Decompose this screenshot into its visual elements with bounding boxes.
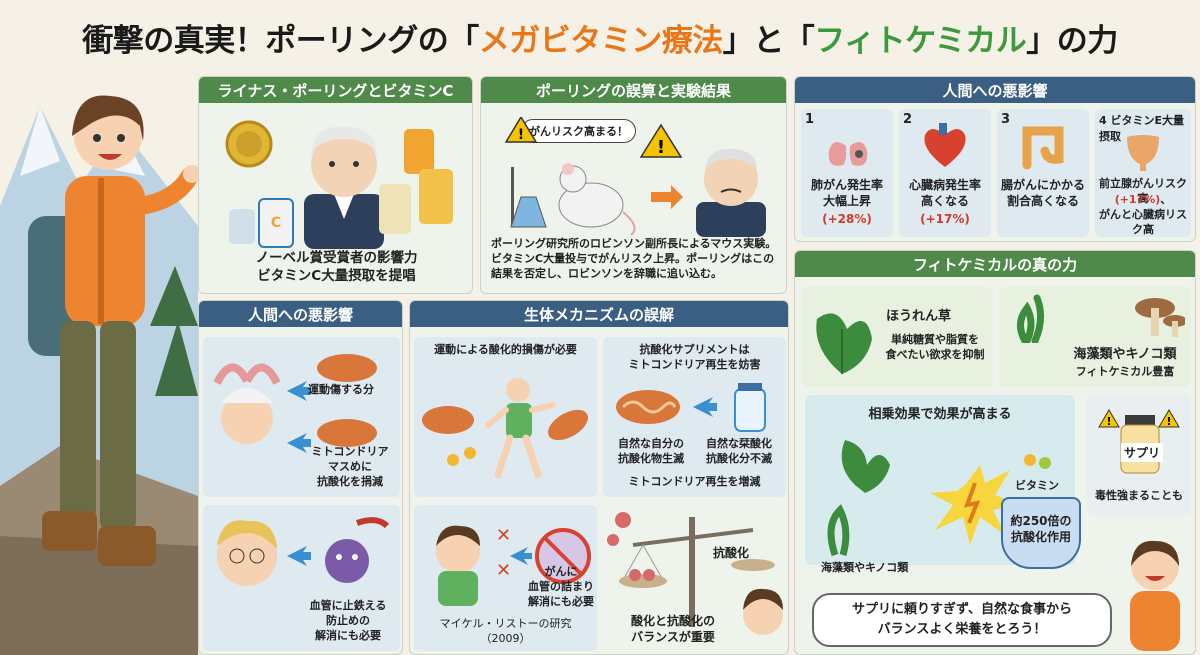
panel-header: 人間への悪影響 [199,301,402,327]
mito-text-1: 運動傷する分 [308,383,374,396]
seaweed-mushroom-icon [1017,294,1185,343]
item-percent: (+28%) [822,212,872,226]
item-label: ビタミンE大量摂取 [1099,114,1185,143]
ristow-study-box: ✕ ✕ がんに 血管の詰まり 解消にも必要 マイケル・リストーの研究 （2009… [414,505,597,651]
blood-vessel-box: 血管に止鉄える 防止めの 解消にも必要 [203,505,400,651]
item-text: 心臓病発生率 高くなる [908,178,981,209]
boy-blocked-icon: ✕ ✕ [436,525,591,606]
mito-supplement-icon [616,383,766,432]
balance-box: 抗酸化 酸化と抗酸化の バランスが重要 [603,505,786,651]
panel-pauling-vitamin-c: ライナス・ポーリングとビタミンC C ノーベル賞受賞者の影響力 ビタミンC大量摂… [198,76,473,294]
item-number: 4 [1099,114,1107,127]
item-number: 3 [1001,112,1011,127]
scale-caption: 酸化と抗酸化の バランスが重要 [630,614,715,645]
synergy-burst-icon [827,440,1051,557]
supplement-text: 毒性強まることも [1095,489,1183,502]
spinach-icon [816,313,872,374]
mitochondria-icon [213,354,377,453]
svg-text:✕: ✕ [496,525,511,546]
panel-header: 生体メカニズムの誤解 [410,301,788,327]
spinach-box: ほうれん草 単純糖質や脂質を 食べたい欲求を抑制 [801,287,993,387]
harm-item-colon: 3 腸がんにかかる 割合高くなる [997,109,1089,237]
title-highlight-phytochemical: フィトケミカル [814,22,1027,59]
panel-human-harm-top: 人間への悪影響 1 肺がん発生率 大幅上昇 (+28%) 2 心臓病発生率 高く… [794,76,1196,242]
antioxidant-bottom-text: ミトコンドリア再生を増減 [628,475,761,488]
panel-header: フィトケミカルの真の力 [795,251,1195,277]
panel1-caption: ノーベル賞受賞者の影響力 ビタミンC大量摂取を提唱 [255,250,418,285]
seaweed-text: フィトケミカル豊富 [1075,365,1175,378]
item-text: 肺がん発生率 大幅上昇 [810,178,883,209]
ristow-study-label: マイケル・リストーの研究 （2009） [439,617,572,645]
antioxidant-box: 抗酸化サプリメントは ミトコンドリア再生を妨害 自然な自分の 抗酸化物生滅 自然… [603,337,786,497]
supplement-box: ! ! サプリ 毒性強まることも [1087,395,1191,515]
colon-icon [1022,126,1064,170]
item-percent: (+17%) [1114,193,1161,206]
heart-icon [924,123,966,167]
page-title: 衝撃の真実！ポーリングの「メガビタミン療法」と「フィトケミカル」の力 [0,0,1200,74]
svg-text:✕: ✕ [496,560,511,581]
supplement-label: サプリ [1121,443,1164,462]
runner-icon [422,378,588,479]
scale-icon [607,512,783,635]
shield-icon: 約250倍の 抗酸化作用 [1001,497,1081,569]
antioxidant-left-text: 自然な自分の 抗酸化物生滅 [618,437,684,465]
antioxidant-right-text: 自然な栞酸化 抗酸化分不滅 [706,437,772,465]
man-virus-icon [217,517,390,586]
item-detail: (+17%)、 がんと心臓病リスク高 [1095,193,1191,238]
item-text: 腸がんにかかる 割合高くなる [1000,178,1085,209]
exercise-title: 運動による酸化的損傷が必要 [434,343,577,356]
mito-text-2: ミトコンドリア マスめに 抗酸化を捐減 [311,445,389,488]
svg-text:!: ! [518,127,524,143]
vitamin-label: ビタミン [1015,479,1059,492]
synergy-title: 相乗効果で効果が高まる [868,407,1012,422]
panel-pauling-miscalculation: ポーリングの誤算と実験結果 がんリスク高まる！ ! ! ポーリング研究所のロビン… [480,76,787,294]
panel-bio-mechanism: 生体メカニズムの誤解 運動による酸化的損傷が必要 抗酸化サプリメントは ミトコン… [409,300,789,655]
item-number-label: 4 ビタミンE大量摂取 [1099,112,1191,144]
svg-text:!: ! [1166,415,1171,428]
shield-text: 約250倍の 抗酸化作用 [1010,514,1072,545]
panel-header: 人間への悪影響 [795,77,1195,103]
seaweed-title: 海藻類やキノコ類 [1073,347,1177,362]
cancer-risk-bubble: がんリスク高まる！ [521,119,636,143]
vessel-text: 血管に止鉄える 防止めの 解消にも必要 [309,599,387,642]
panel-header: ポーリングの誤算と実験結果 [481,77,786,103]
harm-item-heart: 2 心臓病発生率 高くなる (+17%) [899,109,991,237]
hiker-girl-icon [1130,540,1180,651]
mitochondria-box: 運動傷する分 ミトコンドリア マスめに 抗酸化を捐減 [203,337,400,497]
lungs-icon [828,129,868,166]
harm-item-prostate: 4 ビタミンE大量摂取 前立腺がんリスク高 (+17%)、 がんと心臓病リスク高 [1095,109,1191,237]
title-suffix: 」の力 [1026,22,1118,59]
panel2-text: ポーリング研究所のロビンソン副所長によるマウス実験。ビタミンC大量投与でがんリス… [491,237,777,280]
item-number: 2 [903,112,913,127]
item-text: 前立腺がんリスク高 [1099,177,1187,205]
title-mid: 」と「 [722,22,815,59]
item-percent: (+17%) [920,212,970,226]
seaweed-label: 海藻類やキノコ類 [821,561,909,574]
prostate-icon [1127,135,1159,171]
speech-bubble: サプリに頼りすぎず、自然な食事から バランスよく栄養をとろう！ [812,593,1112,647]
mouse-experiment-icon: ! ! [504,117,766,237]
spinach-title: ほうれん草 [886,309,952,324]
seaweed-box: 海藻類やキノコ類 フィトケミカル豊富 [999,287,1191,387]
blocked-text: がんに 血管の詰まり 解消にも必要 [528,565,594,608]
antioxidant-title: 抗酸化サプリメントは ミトコンドリア再生を妨害 [628,343,761,371]
spinach-text: 単純糖質や脂質を 食べたい欲求を抑制 [885,333,985,361]
hiker-illustration [0,66,198,655]
title-prefix: 衝撃の真実！ポーリングの「 [82,22,479,59]
panel-human-harm-left: 人間への悪影響 運動傷する分 ミトコンドリア マスめに 抗酸化を捐減 血管に止鉄… [198,300,403,655]
item-tail: 、 がんと心臓病リスク高 [1099,193,1187,236]
supplement-bottle-icon: ! ! [1098,409,1180,474]
pauling-portrait-icon: C [225,120,453,249]
scale-label: 抗酸化 [713,546,750,560]
title-highlight-megavitamin: メガビタミン療法 [478,22,724,59]
panel-phytochemical: フィトケミカルの真の力 ほうれん草 単純糖質や脂質を 食べたい欲求を抑制 海藻類… [794,250,1196,655]
svg-text:!: ! [657,137,665,158]
svg-text:!: ! [1106,415,1111,428]
exercise-box: 運動による酸化的損傷が必要 [414,337,597,497]
item-number: 1 [805,112,815,127]
harm-item-lung: 1 肺がん発生率 大幅上昇 (+28%) [801,109,893,237]
svg-text:C: C [271,215,281,231]
panel-header: ライナス・ポーリングとビタミンC [199,77,472,103]
